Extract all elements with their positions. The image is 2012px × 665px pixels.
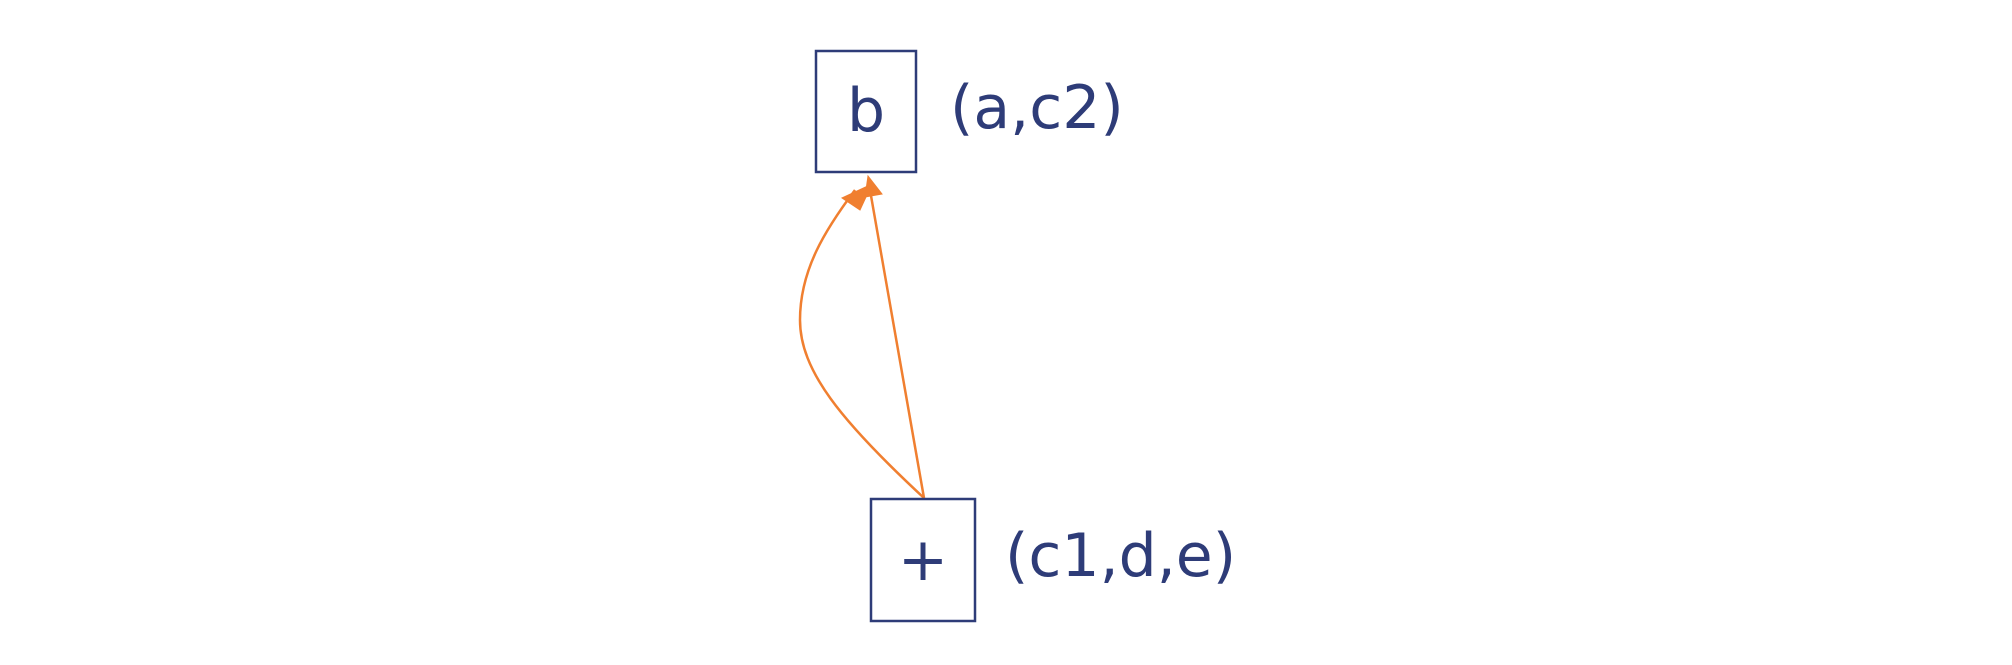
node-plus-annotation: (c1,d,e) [1005,521,1236,591]
node-b-label: b [847,76,885,146]
node-b[interactable]: b (a,c2) [814,49,1124,174]
node-plus[interactable]: + (c1,d,e) [869,497,1236,623]
edges [798,174,926,499]
node-b-box [814,49,918,174]
edge-plus-to-b-straight [868,189,926,499]
node-b-annotation: (a,c2) [950,73,1124,143]
edge-plus-to-b-curved [798,189,925,499]
arrowhead-straight-icon [864,174,883,198]
node-plus-label: + [898,525,948,595]
node-plus-box [869,497,977,623]
